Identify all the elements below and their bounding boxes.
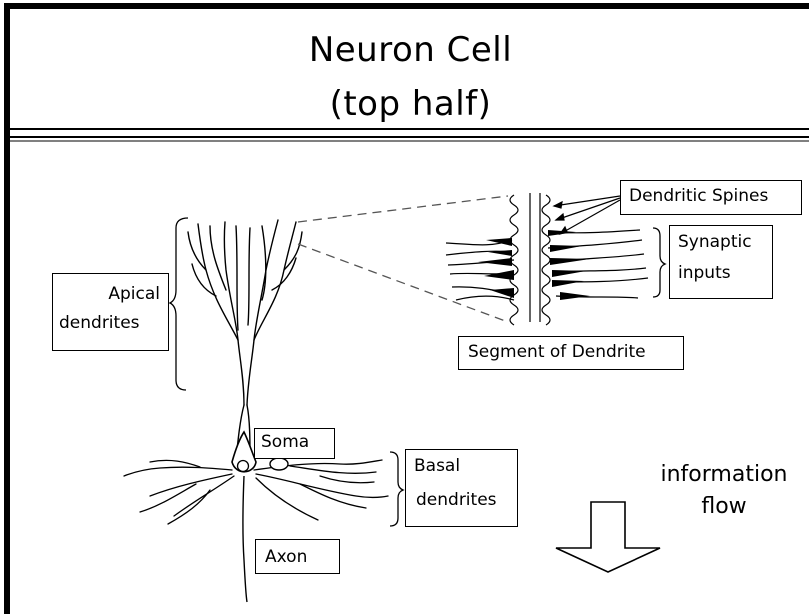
synaptic-label-line1: Synaptic <box>678 232 772 252</box>
spine-arrows <box>554 196 620 234</box>
soma-text: Soma <box>261 432 334 452</box>
dendritic-spines-label: Dendritic Spines <box>620 180 802 215</box>
apical-bracket <box>170 218 188 390</box>
soma-body <box>232 432 256 472</box>
page-title: Neuron Cell <box>12 30 809 70</box>
basal-bracket <box>390 452 403 526</box>
apical-label-line2: dendrites <box>59 313 168 333</box>
page-subtitle: (top half) <box>12 84 809 124</box>
information-flow-line2: flow <box>644 494 804 519</box>
information-flow-line1: information <box>644 462 804 487</box>
synaptic-label-line2: inputs <box>678 263 772 283</box>
axon-label: Axon <box>255 539 340 574</box>
synaptic-fibers-right <box>548 230 648 298</box>
segment-text: Segment of Dendrite <box>468 342 683 362</box>
basal-label-line1: Basal <box>414 456 517 476</box>
dendrite-segment <box>510 193 550 325</box>
axon-text: Axon <box>265 547 339 567</box>
dendritic-spines-text: Dendritic Spines <box>629 186 801 206</box>
basal-dendrites-label: Basal dendrites <box>405 449 518 527</box>
soma-label: Soma <box>254 428 335 459</box>
basal-label-line2: dendrites <box>414 490 517 510</box>
synaptic-boutons-right <box>548 230 590 300</box>
synaptic-bracket <box>653 228 665 297</box>
basal-dendrite-tree <box>124 460 388 524</box>
synaptic-inputs-label: Synaptic inputs <box>669 225 773 299</box>
apical-label-line1: Apical <box>59 284 168 304</box>
apical-dendrites-label: Apical dendrites <box>52 273 169 351</box>
segment-of-dendrite-label: Segment of Dendrite <box>458 336 684 370</box>
axon-line <box>243 476 247 602</box>
zoom-line-bottom <box>298 244 508 322</box>
soma-marker <box>270 458 288 470</box>
zoom-line-top <box>298 196 508 222</box>
apical-dendrite-tree <box>188 220 302 460</box>
